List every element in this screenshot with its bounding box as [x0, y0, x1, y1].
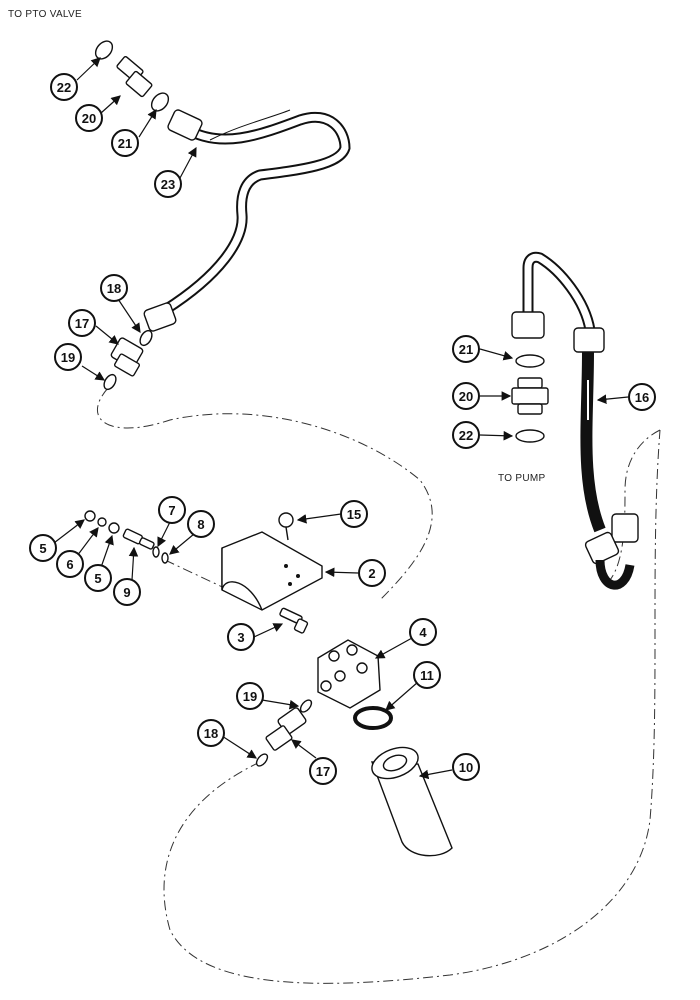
o-ring-22-top: [94, 40, 114, 60]
o-ring-18-bottom: [255, 753, 269, 767]
nut-5-a: [84, 510, 96, 522]
svg-text:18: 18: [204, 726, 218, 741]
callout-20-top: 20: [75, 104, 103, 132]
bolt-3: [279, 607, 309, 634]
callout-21-bottom: 21: [452, 335, 480, 363]
o-ring-22-bottom: [515, 429, 545, 443]
o-ring-18-top: [139, 329, 153, 347]
svg-text:23: 23: [161, 177, 175, 192]
routing-line-seal-7-8: [164, 559, 251, 601]
callout-10: 10: [452, 753, 480, 781]
filter-element-10: [370, 746, 453, 857]
callout-23: 23: [154, 170, 182, 198]
screw-15-shank: [285, 526, 289, 541]
svg-text:3: 3: [237, 630, 244, 645]
callout-11: 11: [413, 661, 441, 689]
callout-21-top: 21: [111, 129, 139, 157]
callout-17-bottom: 17: [309, 757, 337, 785]
callout-19-top: 19: [54, 343, 82, 371]
callout-17-top: 17: [68, 309, 96, 337]
callout-15: 15: [340, 500, 368, 528]
valve-9: [122, 528, 155, 550]
callout-9: 9: [113, 578, 141, 606]
routing-line-lower: [163, 429, 661, 984]
callout-3: 3: [227, 623, 255, 651]
callout-8: 8: [187, 510, 215, 538]
svg-text:2: 2: [368, 566, 375, 581]
svg-text:21: 21: [118, 136, 132, 151]
leader-lines: [49, 57, 629, 780]
o-ring-8: [161, 552, 169, 564]
svg-text:7: 7: [168, 503, 175, 518]
svg-text:9: 9: [123, 585, 130, 600]
svg-text:11: 11: [420, 668, 434, 683]
svg-text:5: 5: [39, 541, 46, 556]
callouts: 22 20 21 23 18 17 19 21 20 22 16 7 8 15 …: [29, 73, 656, 785]
svg-text:4: 4: [419, 625, 427, 640]
to-pto-valve-label: TO PTO VALVE: [8, 9, 82, 20]
o-ring-19-top: [103, 373, 117, 391]
svg-text:20: 20: [82, 111, 96, 126]
callout-4: 4: [409, 618, 437, 646]
bracket-2: [221, 531, 323, 611]
callout-2: 2: [358, 559, 386, 587]
fitting-17-bottom: [265, 707, 307, 751]
callout-18-bottom: 18: [197, 719, 225, 747]
to-pump-label: TO PUMP: [498, 473, 546, 484]
svg-text:22: 22: [459, 428, 473, 443]
svg-text:19: 19: [243, 689, 257, 704]
filter-head-4: [317, 639, 381, 709]
svg-text:17: 17: [316, 764, 330, 779]
svg-text:22: 22: [57, 80, 71, 95]
routing-line-upper: [96, 387, 433, 601]
svg-text:8: 8: [197, 517, 204, 532]
callout-5-a: 5: [29, 534, 57, 562]
callout-20-bottom: 20: [452, 382, 480, 410]
fitting-17-top: [110, 337, 144, 377]
o-ring-19-bottom: [299, 699, 313, 713]
svg-text:16: 16: [635, 390, 649, 405]
svg-text:17: 17: [75, 316, 89, 331]
pressure-tube-23: [143, 109, 351, 332]
o-ring-21-bottom: [515, 354, 545, 368]
o-ring-21-top: [150, 92, 170, 112]
callout-18-top: 18: [100, 274, 128, 302]
seal-7: [152, 546, 160, 558]
callout-19-bottom: 19: [236, 682, 264, 710]
hose-assembly-16: [511, 251, 639, 590]
callout-16: 16: [628, 383, 656, 411]
callout-5-b: 5: [84, 564, 112, 592]
routing-line-right: [609, 429, 661, 581]
svg-text:10: 10: [459, 760, 473, 775]
o-ring-11: [353, 706, 393, 730]
svg-text:15: 15: [347, 507, 361, 522]
svg-text:21: 21: [459, 342, 473, 357]
nut-5-b: [108, 522, 120, 534]
callout-6: 6: [56, 550, 84, 578]
svg-text:5: 5: [94, 571, 101, 586]
fitting-20-bottom: [511, 377, 549, 415]
callout-22-top: 22: [50, 73, 78, 101]
svg-text:20: 20: [459, 389, 473, 404]
svg-text:6: 6: [66, 557, 73, 572]
callout-7: 7: [158, 496, 186, 524]
screw-15: [278, 512, 294, 528]
svg-text:19: 19: [61, 350, 75, 365]
washer-6: [97, 517, 107, 527]
svg-text:18: 18: [107, 281, 121, 296]
callout-22-bottom: 22: [452, 421, 480, 449]
fitting-20-top: [116, 56, 153, 98]
